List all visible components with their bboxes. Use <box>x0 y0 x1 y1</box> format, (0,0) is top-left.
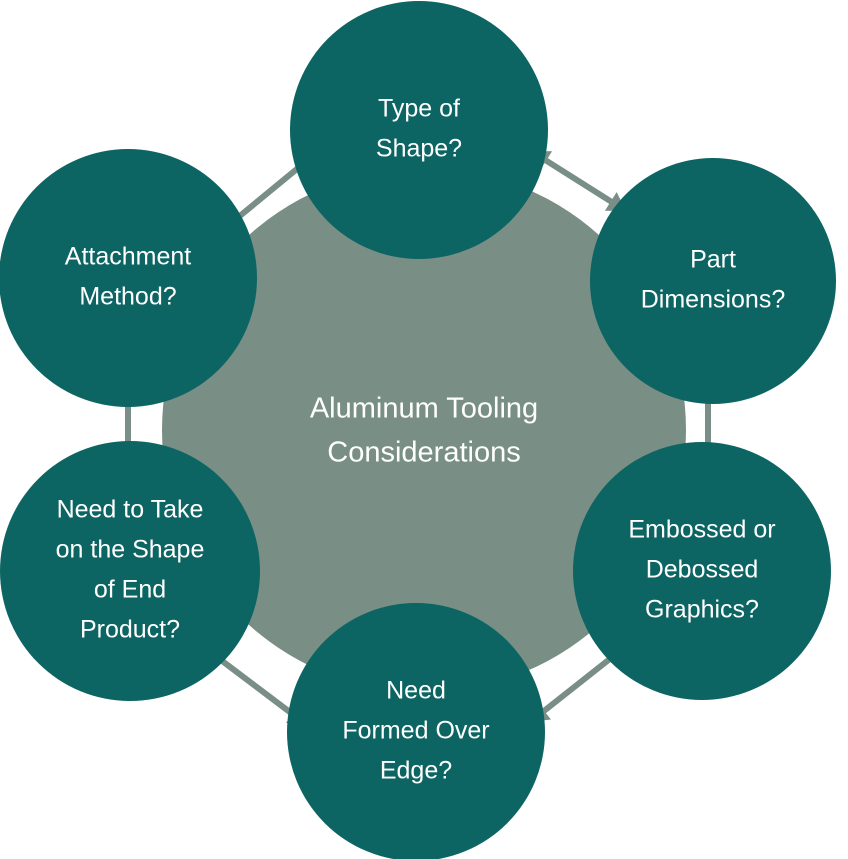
node-label-line: Graphics? <box>645 596 759 624</box>
node-label-line: Type of <box>378 95 460 123</box>
node-label-line: Edge? <box>380 757 452 785</box>
node-label-line: Dimensions? <box>641 286 786 314</box>
node-label-line: Aluminum Tooling <box>310 393 538 425</box>
node-circle <box>573 442 831 700</box>
center-circle <box>162 168 686 692</box>
node-label-line: on the Shape <box>56 536 205 564</box>
node-label-line: Considerations <box>327 437 520 469</box>
node-label-line: Need <box>386 677 446 705</box>
node-circle <box>0 149 257 407</box>
node-label-line: Embossed or <box>628 516 775 544</box>
node-label-line: Product? <box>80 616 180 644</box>
arrow-shaft <box>539 649 621 716</box>
arrow-shaft <box>214 654 298 719</box>
node-label-line: Formed Over <box>342 717 489 745</box>
node-type-of-shape: Type of Shape? <box>290 1 548 259</box>
node-label-line: Part <box>690 246 736 274</box>
node-circle <box>287 603 545 859</box>
node-label-line: Debossed <box>646 556 759 584</box>
node-label-line: Attachment <box>65 243 192 271</box>
node-label-line: Need to Take <box>57 496 204 524</box>
node-circle <box>290 1 548 259</box>
arrow-shaft <box>541 155 616 207</box>
node-circle <box>0 441 260 701</box>
node-label-line: of End <box>94 576 166 604</box>
node-circle <box>590 158 836 404</box>
node-label-line: Method? <box>79 283 176 311</box>
node-label-line: Shape? <box>376 135 462 163</box>
